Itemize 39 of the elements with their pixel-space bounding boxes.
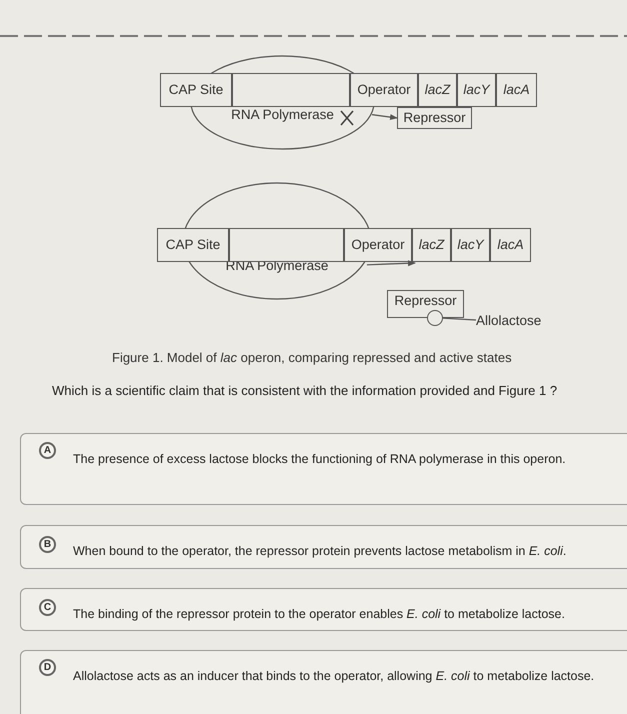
gene-segment	[160, 73, 232, 107]
answer-option-card	[20, 525, 627, 569]
gene-segment	[457, 73, 496, 107]
segment-label: lacZ	[418, 236, 444, 254]
repressor-label: Repressor	[403, 109, 466, 127]
leader-line	[442, 318, 476, 321]
gene-segment	[418, 73, 457, 107]
question-text: Which is a scientific claim that is consistent with the information provided and Figure 1 ?	[52, 382, 558, 400]
answer-option-card	[20, 650, 627, 714]
segment-label: lacY	[457, 236, 484, 254]
segment-label: CAP Site	[166, 236, 220, 254]
segment-label: lacY	[463, 80, 490, 99]
repressor-label: Repressor	[394, 292, 457, 310]
figure-caption: Figure 1. Model of lac operon, comparing repressed and active states	[112, 349, 512, 367]
segment-label: CAP Site	[168, 80, 224, 99]
repressor-box	[397, 107, 472, 129]
segment-label: lacZ	[424, 80, 450, 99]
answer-option-card	[20, 433, 627, 505]
gene-segment	[490, 228, 531, 262]
option-text: When bound to the operator, the repressor protein prevents lactose metabolism in E. coli.	[73, 543, 568, 560]
polymerase-label: RNA Polymerase	[231, 106, 334, 124]
arrow	[372, 114, 398, 120]
gene-segment	[344, 228, 412, 262]
segment-label: Operator	[357, 80, 411, 99]
allolactose-label: Allolactose	[476, 311, 556, 329]
segment-label: lacA	[503, 80, 530, 99]
gene-segment	[451, 228, 490, 262]
segment-label: lacA	[497, 236, 524, 254]
option-text: Allolactose acts as an inducer that binds to the operator, allowing E. coli to metabolize lactose.	[73, 668, 596, 685]
segment-label: Operator	[351, 236, 405, 254]
answer-option-card	[20, 588, 627, 631]
option-text: The presence of excess lactose blocks the functioning of RNA polymerase in this operon.	[73, 451, 567, 468]
option-text: The binding of the repressor protein to the operator enables E. coli to metabolize lactose.	[73, 606, 566, 623]
gene-segment	[496, 73, 537, 107]
repressor-box	[387, 290, 464, 318]
arrow	[366, 260, 416, 266]
gene-segment	[157, 228, 229, 262]
gene-segment	[412, 228, 451, 262]
gene-segment	[350, 73, 418, 107]
